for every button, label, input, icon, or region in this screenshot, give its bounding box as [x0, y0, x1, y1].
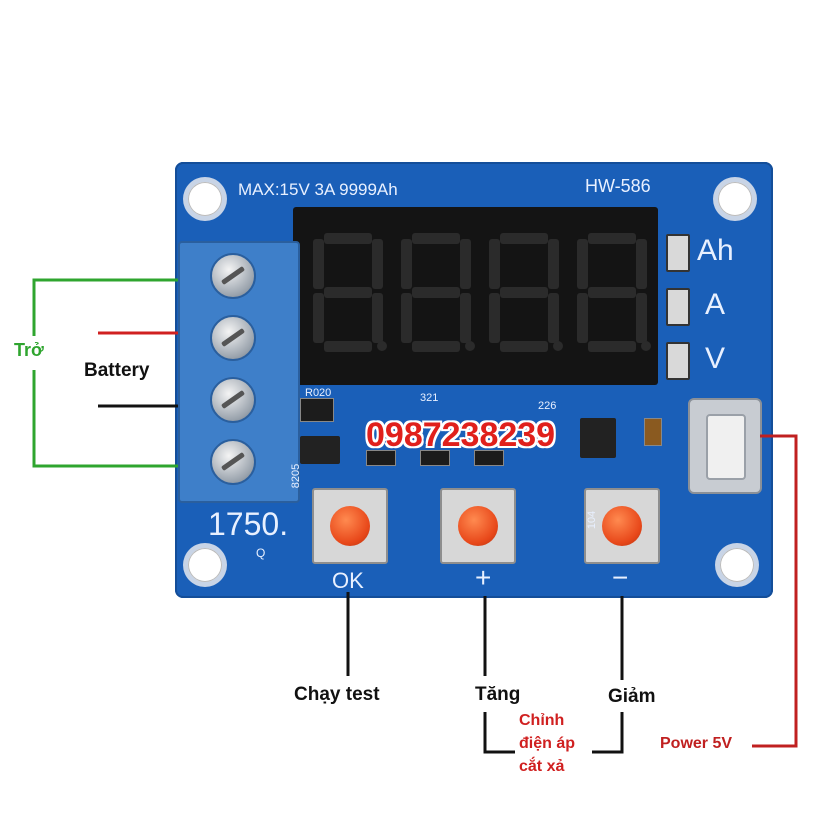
adjust-bracket — [592, 712, 624, 754]
decrease-label: Giảm — [608, 686, 656, 707]
display-decimal-point — [553, 341, 563, 351]
display-segment — [401, 293, 412, 343]
board-stamp-text: 1750. — [208, 506, 289, 542]
regulator-chip — [580, 418, 616, 458]
adjust-bracket — [483, 712, 515, 754]
mosfet-chip — [300, 436, 340, 464]
code-226: 226 — [538, 400, 557, 412]
smd-part — [366, 450, 396, 466]
display-segment — [500, 287, 548, 298]
display-digit — [313, 233, 387, 353]
smd-part — [474, 450, 504, 466]
capacitor — [644, 418, 662, 446]
display-decimal-point — [641, 341, 651, 351]
board-model-text: HW-586 — [585, 176, 651, 196]
ok-label: OK — [332, 568, 364, 593]
resistor-wire — [32, 278, 178, 336]
resistor-code-label: R020 — [305, 387, 332, 399]
ok-button[interactable] — [312, 488, 388, 564]
plus-button-cap — [458, 506, 498, 546]
display-segment — [460, 239, 471, 289]
micro-usb-port — [688, 398, 762, 494]
code-321: 321 — [420, 392, 439, 404]
minus-button-cap — [602, 506, 642, 546]
display-segment — [548, 293, 559, 343]
screw-terminal-block — [178, 241, 300, 503]
smd-part — [420, 450, 450, 466]
terminal-screw-1 — [210, 253, 256, 299]
display-segment — [588, 287, 636, 298]
run-test-label: Chạy test — [294, 684, 380, 705]
minus-button[interactable] — [584, 488, 660, 564]
seven-segment-display — [293, 207, 658, 385]
display-segment — [500, 233, 548, 244]
display-segment — [588, 341, 636, 352]
adjust-label-line3: cắt xả — [519, 758, 565, 775]
board-spec-text: MAX:15V 3A 9999Ah — [238, 180, 398, 199]
display-segment — [324, 287, 372, 298]
display-decimal-point — [377, 341, 387, 351]
terminal-screw-2 — [210, 315, 256, 361]
display-segment — [577, 239, 588, 289]
display-segment — [313, 239, 324, 289]
phone-number-text: 0987238239 — [366, 416, 556, 454]
shunt-resistor — [300, 398, 334, 422]
minus-label: − — [612, 562, 629, 593]
display-segment — [588, 233, 636, 244]
ok-button-cap — [330, 506, 370, 546]
terminal-screw-4 — [210, 439, 256, 485]
display-segment — [489, 239, 500, 289]
unit-label-ah: Ah — [697, 234, 734, 267]
increase-label: Tăng — [475, 684, 521, 705]
adjust-label-line2: điện áp — [519, 735, 576, 752]
board-stamp-sub: Q — [256, 546, 266, 560]
mounting-hole-bottom-right — [720, 548, 754, 582]
display-digit — [489, 233, 563, 353]
display-segment — [401, 239, 412, 289]
unit-label-a: A — [705, 288, 726, 321]
display-decimal-point — [465, 341, 475, 351]
power-label: Power 5V — [660, 735, 733, 752]
unit-label-v: V — [705, 342, 726, 375]
display-segment — [372, 293, 383, 343]
display-digit — [401, 233, 475, 353]
adjust-label-line1: Chỉnh — [519, 712, 565, 729]
mounting-hole-top-right — [718, 182, 752, 216]
resistor-wire — [32, 370, 178, 468]
display-segment — [577, 293, 588, 343]
display-segment — [460, 293, 471, 343]
display-segment — [636, 239, 647, 289]
unit-led-v — [666, 342, 690, 380]
mounting-hole-top-left — [188, 182, 222, 216]
plus-label: + — [475, 562, 492, 593]
plus-button[interactable] — [440, 488, 516, 564]
display-segment — [412, 287, 460, 298]
display-segment — [489, 293, 500, 343]
display-segment — [313, 293, 324, 343]
display-segment — [500, 341, 548, 352]
resistor-label: Trở — [14, 340, 44, 360]
display-segment — [548, 239, 559, 289]
display-segment — [412, 233, 460, 244]
unit-led-ah — [666, 234, 690, 272]
mounting-hole-bottom-left — [188, 548, 222, 582]
terminal-screw-3 — [210, 377, 256, 423]
display-segment — [372, 239, 383, 289]
display-segment — [412, 341, 460, 352]
display-segment — [636, 293, 647, 343]
display-segment — [324, 233, 372, 244]
power-wire — [752, 434, 798, 748]
display-digit — [577, 233, 651, 353]
battery-label: Battery — [84, 360, 150, 381]
display-segment — [324, 341, 372, 352]
unit-led-a — [666, 288, 690, 326]
